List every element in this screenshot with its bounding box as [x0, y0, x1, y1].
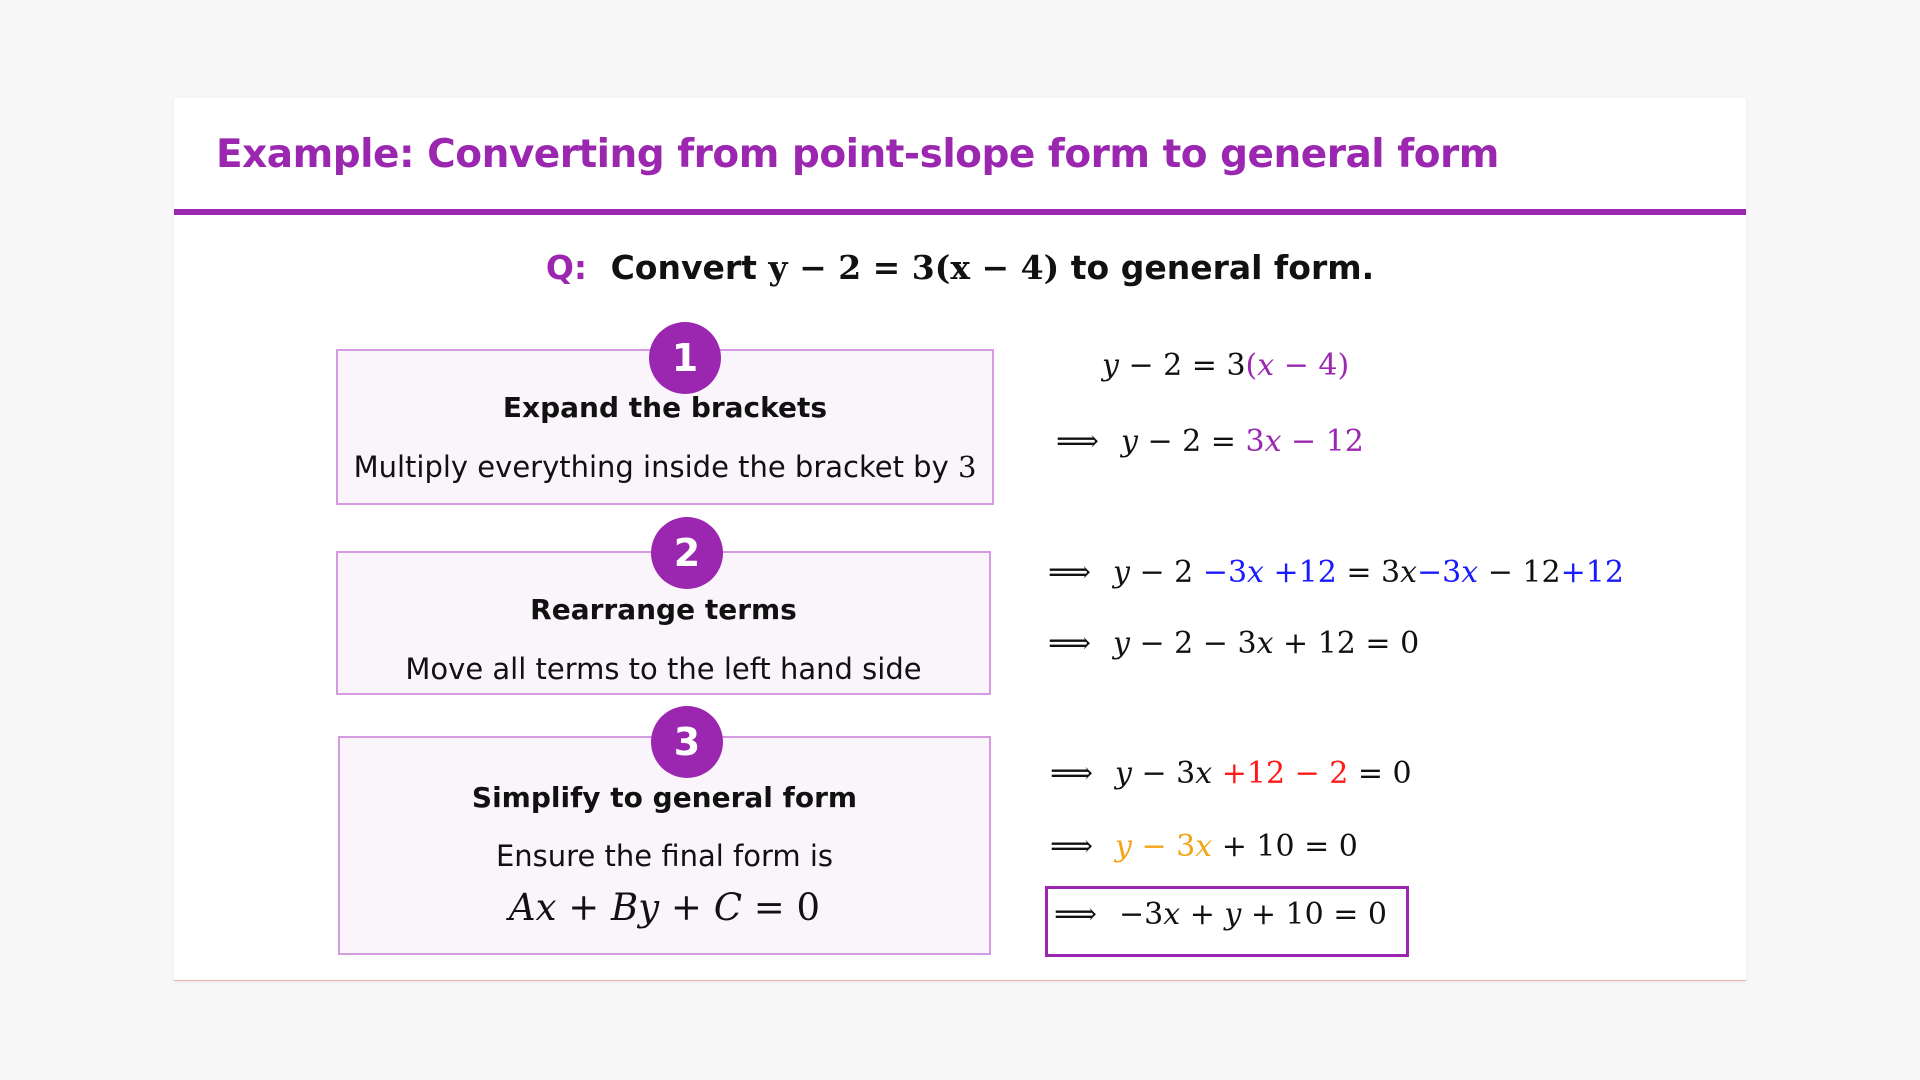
equation-line-2: ⟹y − 2 = 3x − 12	[1056, 424, 1364, 459]
implies-symbol: ⟹	[1056, 424, 1100, 459]
step-1-text-math: 3	[957, 450, 977, 484]
step-1-title: Expand the brackets	[502, 391, 828, 424]
step-3-number-badge: 3	[651, 706, 723, 778]
question-equation: y − 2 = 3(x − 4)	[768, 248, 1060, 287]
equation-line-3: ⟹y − 2 −3x +12 = 3x−3x − 12+12	[1048, 555, 1624, 590]
question-suffix: to general form.	[1070, 248, 1375, 287]
step-2-title: Rearrange terms	[530, 593, 797, 626]
step-3-text: Ensure the final form is	[495, 839, 834, 873]
equation-line-1: y − 2 = 3(x − 4)	[1102, 348, 1350, 383]
implies-symbol: ⟹	[1048, 626, 1092, 661]
equation-line-4: ⟹y − 2 − 3x + 12 = 0	[1048, 626, 1420, 661]
final-answer-box	[1045, 886, 1409, 957]
slide-title: Example: Converting from point-slope for…	[216, 132, 1499, 177]
step-2-text: Move all terms to the left hand side	[405, 652, 922, 686]
question-label: Q:	[545, 248, 588, 287]
question-prefix: Convert	[610, 248, 757, 287]
step-3-formula: Ax + By + C = 0	[508, 886, 821, 929]
implies-symbol: ⟹	[1054, 897, 1098, 932]
final-answer: ⟹−3x + y + 10 = 0	[1054, 897, 1388, 932]
step-3-title: Simplify to general form	[471, 781, 858, 814]
slide: Example: Converting from point-slope for…	[174, 98, 1746, 981]
step-2-number-badge: 2	[651, 517, 723, 589]
step-1-number-badge: 1	[649, 322, 721, 394]
implies-symbol: ⟹	[1048, 555, 1092, 590]
step-1-text: Multiply everything inside the bracket b…	[338, 450, 992, 484]
implies-symbol: ⟹	[1050, 829, 1094, 864]
slide-bottom-edge	[174, 980, 1746, 981]
step-3-box: Simplify to general form Ensure the fina…	[338, 736, 991, 955]
step-1-text-words: Multiply everything inside the bracket b…	[353, 450, 949, 484]
implies-symbol: ⟹	[1050, 756, 1094, 791]
equation-line-6: ⟹y − 3x + 10 = 0	[1050, 829, 1358, 864]
title-divider	[174, 209, 1746, 215]
equation-line-5: ⟹y − 3x +12 − 2 = 0	[1050, 756, 1412, 791]
question: Q: Convert y − 2 = 3(x − 4) to general f…	[174, 248, 1746, 287]
